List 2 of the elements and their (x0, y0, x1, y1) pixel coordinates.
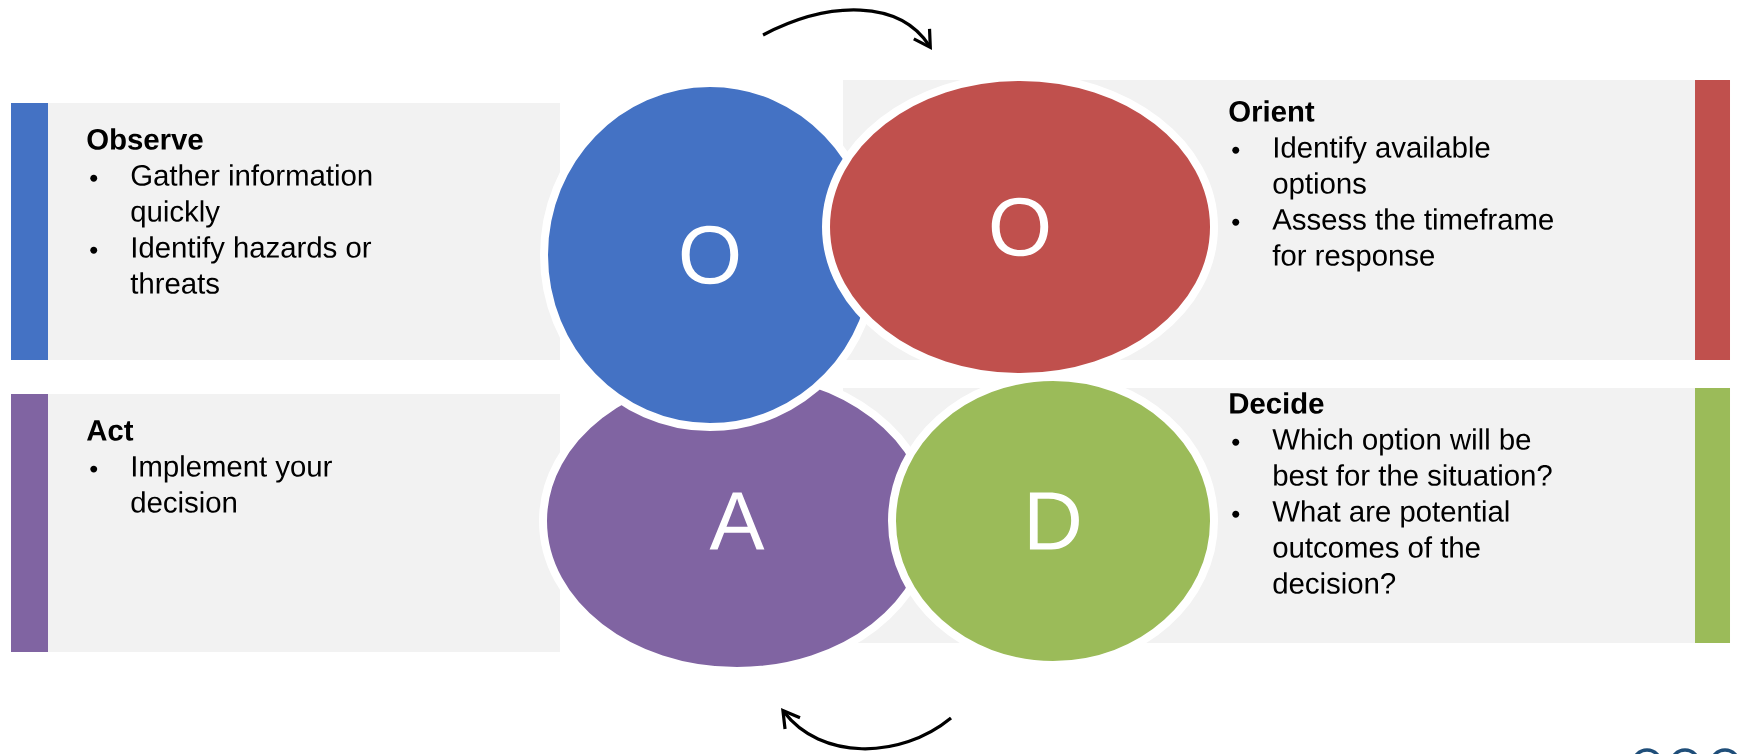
text-panel: Act Implement your decision (11, 394, 560, 652)
text-panel: Observe Gather information quickly Identify hazards or threats (11, 103, 560, 360)
